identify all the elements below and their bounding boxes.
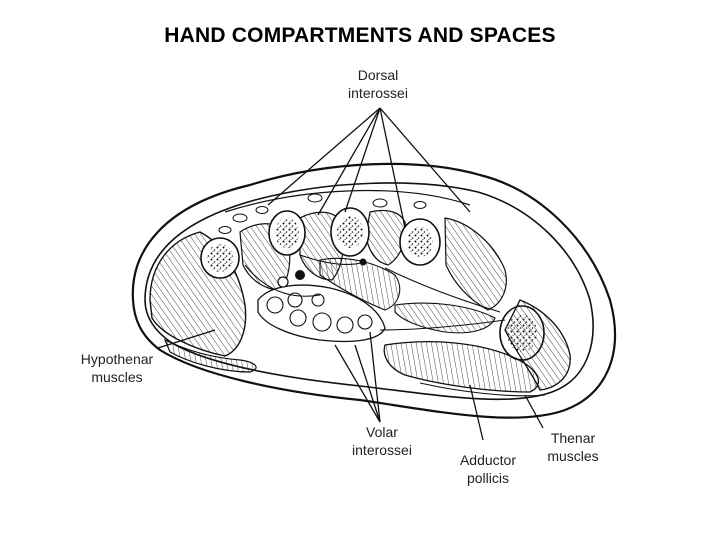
flexor-tendon — [266, 296, 284, 314]
flexor-tendon — [311, 293, 325, 307]
volar-interosseous-muscle — [394, 302, 496, 334]
metacarpal-marrow — [337, 216, 363, 248]
metacarpal-marrow — [407, 227, 433, 257]
hypothenar-muscle-lower — [163, 338, 257, 373]
thenar-muscle-shape — [504, 299, 571, 391]
adductor-pollicis-shape — [383, 341, 540, 393]
flexor-tendon — [289, 309, 307, 327]
flexor-tendon — [357, 314, 373, 330]
page-title: HAND COMPARTMENTS AND SPACES — [164, 24, 556, 47]
vessel — [218, 226, 232, 234]
pointer-lines — [157, 107, 544, 441]
vessel — [232, 213, 248, 223]
metacarpal-marrow — [275, 218, 299, 248]
septum — [384, 267, 501, 313]
thenar-lower — [419, 382, 546, 397]
flexor-tendon — [336, 316, 354, 334]
vessel — [255, 206, 269, 214]
volar-interosseous-muscle — [319, 257, 401, 311]
septum — [244, 264, 321, 297]
flexor-tendon — [312, 312, 332, 332]
vessel-dark — [277, 276, 289, 288]
vessel — [413, 201, 427, 209]
flexor-tendon — [287, 292, 303, 308]
dorsal-interosseous-muscle — [444, 217, 507, 311]
dorsal-strip — [224, 189, 471, 213]
vessel-dark — [295, 270, 305, 280]
metacarpal-marrow — [207, 244, 233, 272]
vessel — [307, 193, 323, 203]
vessel — [372, 198, 388, 208]
